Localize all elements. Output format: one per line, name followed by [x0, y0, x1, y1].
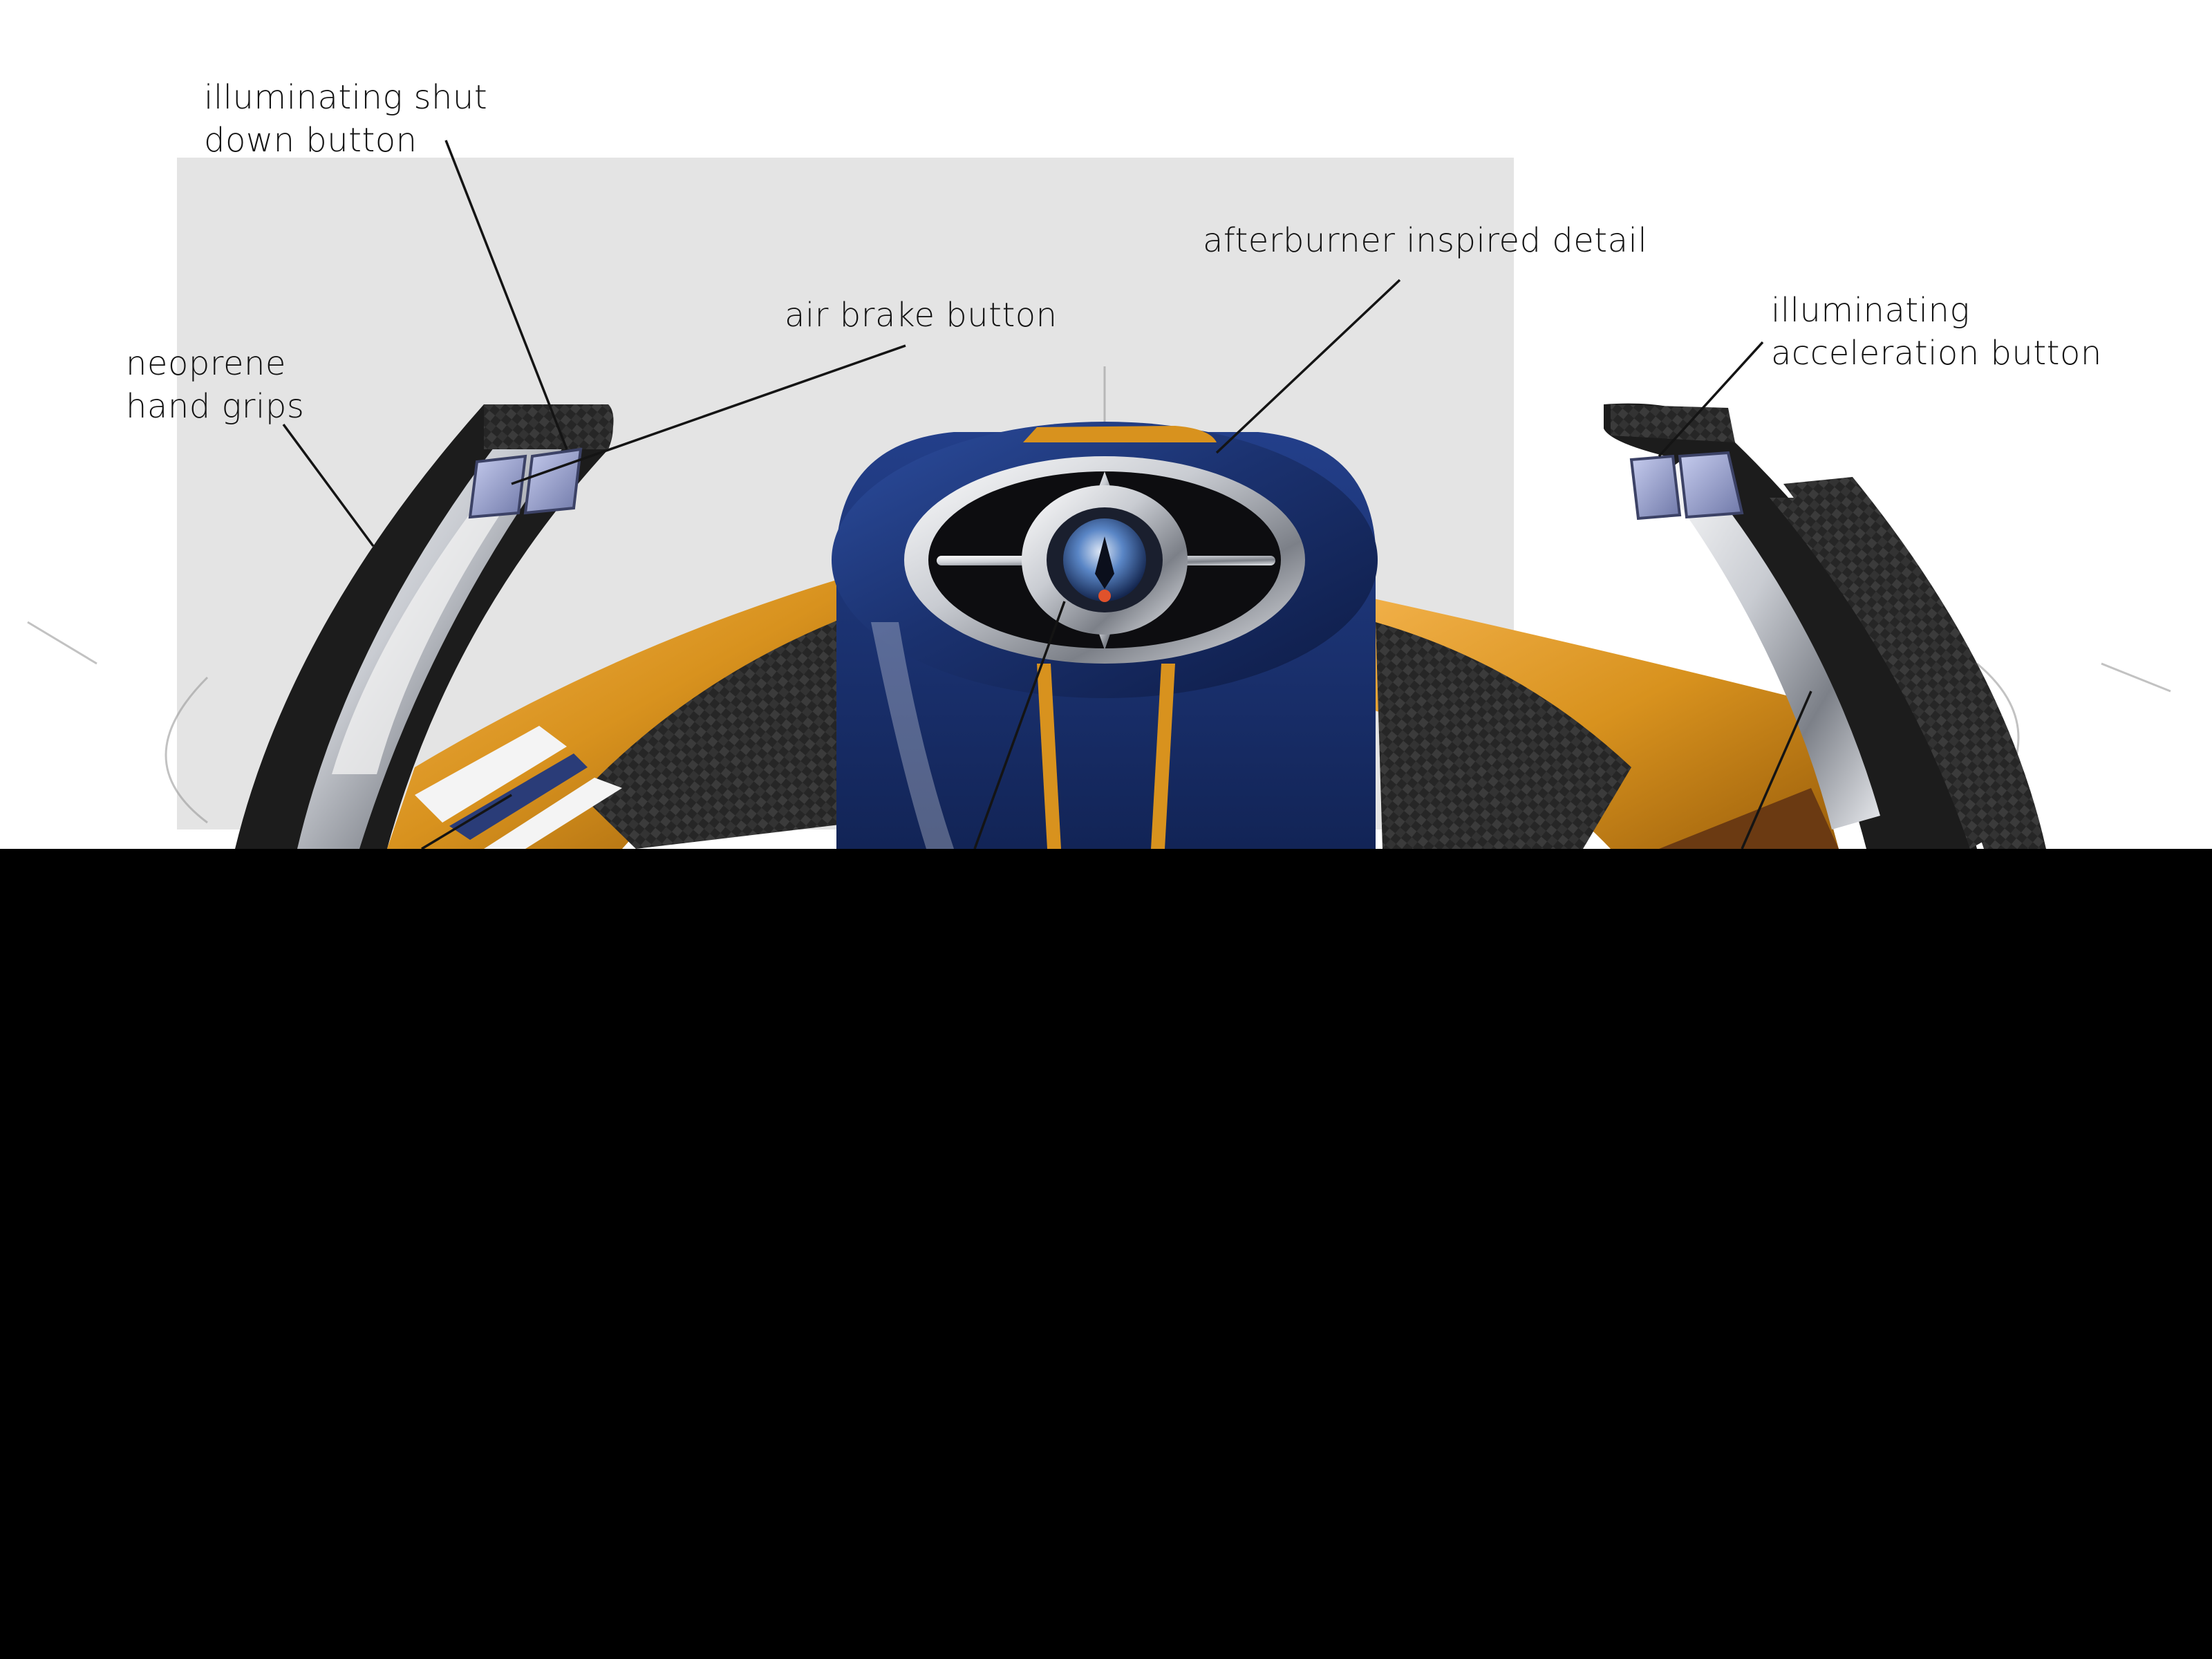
jet-emblem-icon [1095, 536, 1114, 589]
right-hand-grip [1604, 403, 2005, 849]
black-lower-area [0, 849, 2212, 1659]
right-buttons [1629, 451, 1744, 521]
callout-hand-grips: neoprene hand grips [126, 342, 304, 428]
right-spoke [1355, 594, 1839, 849]
callout-acceleration-button: illuminating acceleration button [1771, 289, 2102, 375]
right-carbon-panel [1376, 622, 1631, 849]
callout-air-brake-button: air brake button [785, 294, 1058, 337]
left-carbon-panel [581, 615, 857, 849]
left-spoke-stripes [415, 726, 622, 849]
callout-grips-line2: hand grips [126, 387, 305, 426]
callout-airbrake-text: air brake button [785, 296, 1058, 335]
callout-shutdown-button: illuminating shut down button [204, 76, 487, 162]
callout-shutdown-line1: illuminating shut [204, 78, 488, 117]
emblem-flame-icon [1098, 590, 1111, 602]
hub-highlight [871, 622, 954, 849]
callout-acceleration-line2: acceleration button [1771, 334, 2102, 373]
callout-acceleration-line1: illuminating [1771, 291, 1970, 330]
leader-lines [282, 140, 1812, 850]
callout-afterburner-detail: afterburner inspired detail [1203, 219, 1647, 262]
callout-afterburner-text: afterburner inspired detail [1203, 221, 1648, 260]
hub-amber-strips [1037, 664, 1175, 849]
right-spoke-shadow [1659, 788, 1839, 849]
left-hand-grip [235, 404, 614, 849]
hub-amber-accent [1023, 426, 1217, 442]
callout-shutdown-line2: down button [204, 121, 418, 160]
callout-grips-line1: neoprene [126, 344, 286, 383]
